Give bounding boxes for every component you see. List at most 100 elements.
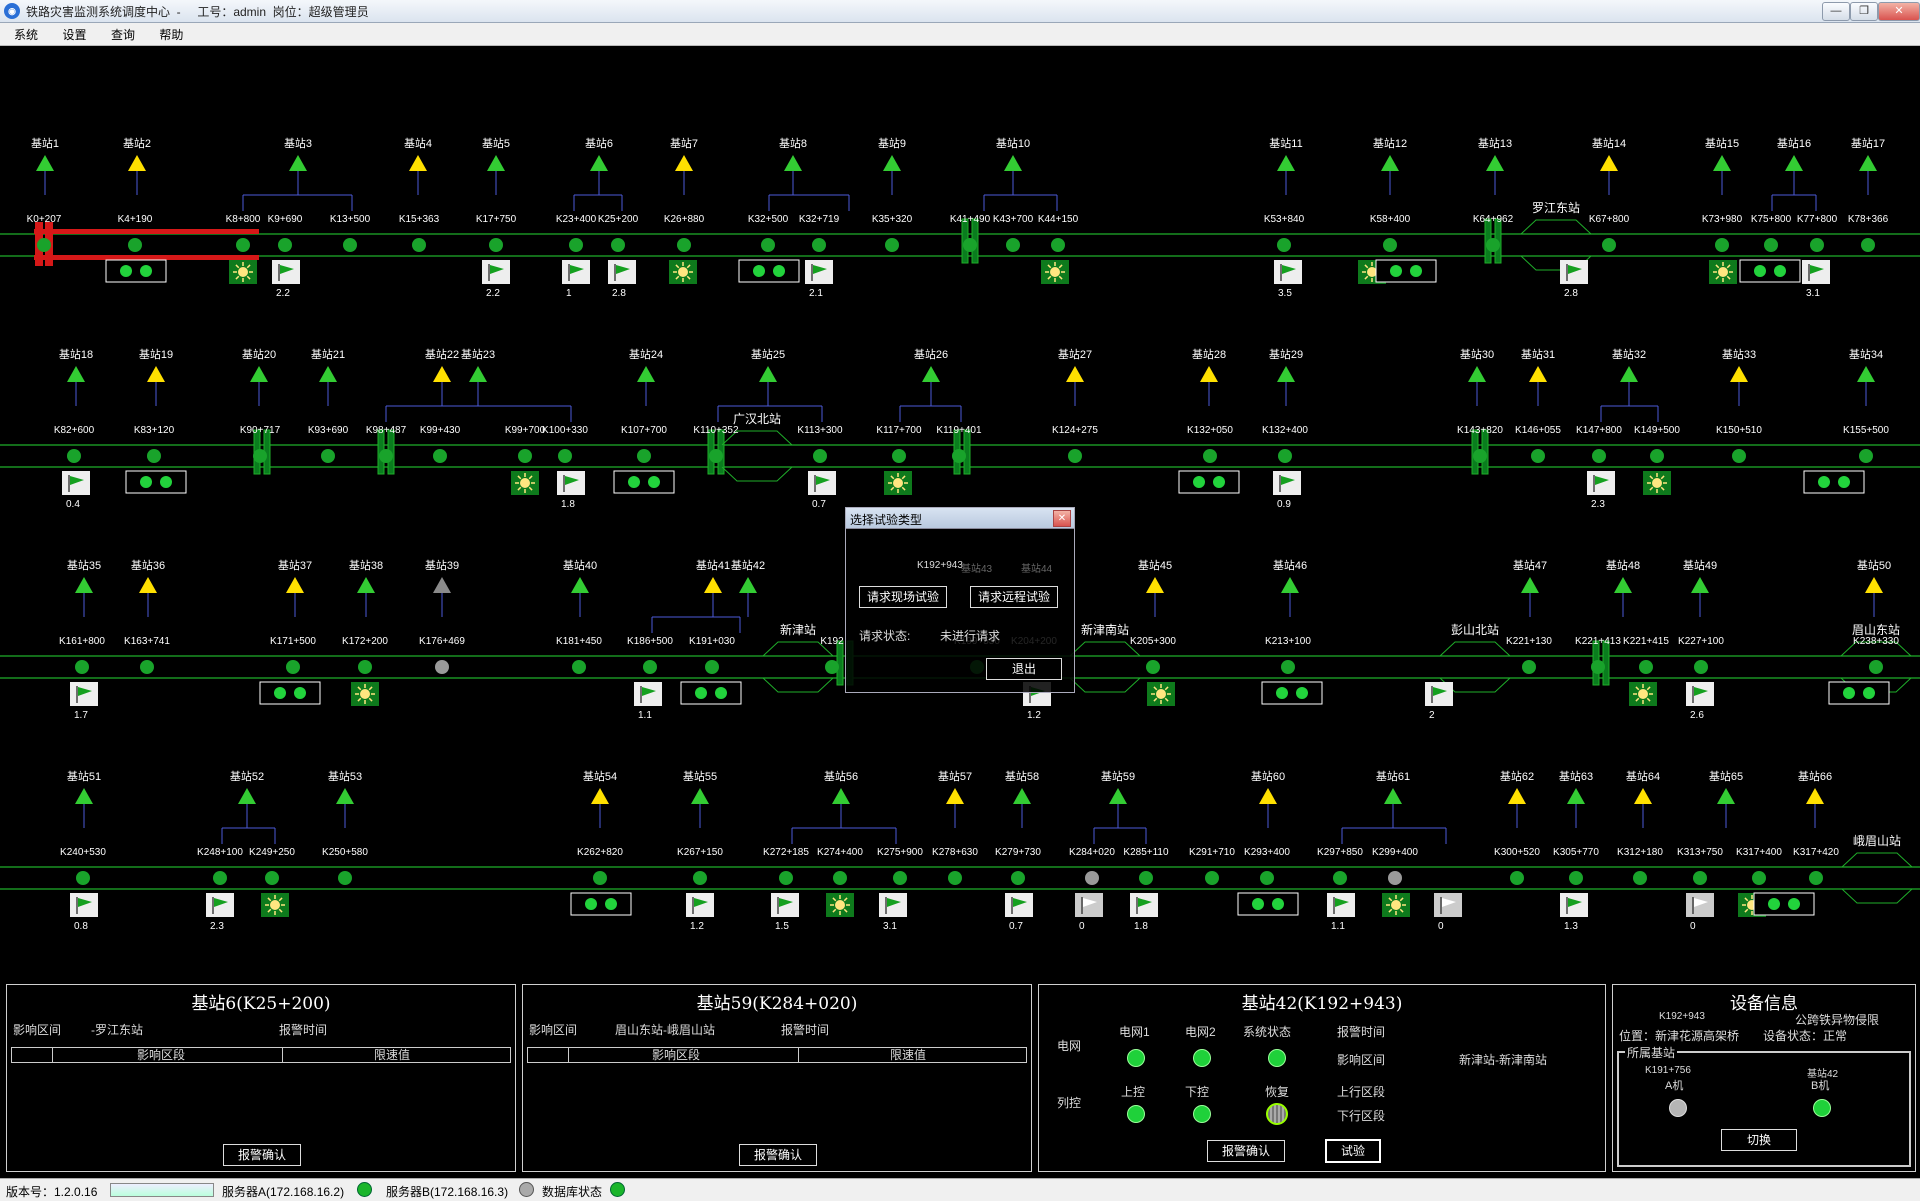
device-dot[interactable] [1278,449,1292,463]
device-dot[interactable] [358,660,372,674]
device-dot[interactable] [489,238,503,252]
double-light-icon[interactable] [613,470,675,494]
green-triangle-icon[interactable] [1785,155,1803,171]
yellow-triangle-icon[interactable] [1259,788,1277,804]
device-dot[interactable] [948,871,962,885]
flag-icon[interactable] [805,260,833,284]
double-light-icon[interactable] [105,259,167,283]
green-triangle-icon[interactable] [1521,577,1539,593]
flag-icon[interactable] [62,471,90,495]
device-dot[interactable] [1531,449,1545,463]
green-triangle-icon[interactable] [1384,788,1402,804]
flag-icon[interactable] [562,260,590,284]
green-triangle-icon[interactable] [1281,577,1299,593]
test-button[interactable]: 试验 [1325,1139,1381,1163]
device-dot[interactable] [1205,871,1219,885]
green-triangle-icon[interactable] [75,788,93,804]
green-triangle-icon[interactable] [637,366,655,382]
green-triangle-icon[interactable] [319,366,337,382]
device-dot[interactable] [236,238,250,252]
yellow-triangle-icon[interactable] [591,788,609,804]
device-dot[interactable] [677,238,691,252]
up-control-dot[interactable] [1127,1105,1145,1123]
device-dot[interactable] [1861,238,1875,252]
yellow-triangle-icon[interactable] [409,155,427,171]
device-dot[interactable] [1694,660,1708,674]
flag-icon[interactable] [879,893,907,917]
switch-button[interactable]: 切换 [1721,1129,1797,1151]
device-dot[interactable] [518,449,532,463]
device-dot[interactable] [278,238,292,252]
restore-dot[interactable] [1266,1103,1288,1125]
flag-icon[interactable] [608,260,636,284]
green-triangle-icon[interactable] [922,366,940,382]
device-dot[interactable] [1139,871,1153,885]
flag-icon[interactable] [1425,682,1453,706]
device-dot[interactable] [643,660,657,674]
yellow-triangle-icon[interactable] [1600,155,1618,171]
flag-icon[interactable] [1274,260,1302,284]
flag-icon[interactable] [1686,893,1714,917]
green-triangle-icon[interactable] [1109,788,1127,804]
device-dot[interactable] [1510,871,1524,885]
green-triangle-icon[interactable] [67,366,85,382]
flag-icon[interactable] [1327,893,1355,917]
green-triangle-icon[interactable] [590,155,608,171]
request-remote-test-button[interactable]: 请求远程试验 [970,586,1058,608]
green-triangle-icon[interactable] [1468,366,1486,382]
device-dot[interactable] [1633,871,1647,885]
device-dot[interactable] [1260,871,1274,885]
device-dot[interactable] [825,660,839,674]
device-dot[interactable] [572,660,586,674]
flag-icon[interactable] [808,471,836,495]
yellow-triangle-icon[interactable] [1200,366,1218,382]
device-dot[interactable] [321,449,335,463]
device-dot[interactable] [1869,660,1883,674]
device-dot[interactable] [1333,871,1347,885]
device-dot[interactable] [1732,449,1746,463]
flag-icon[interactable] [1802,260,1830,284]
yellow-triangle-icon[interactable] [946,788,964,804]
flag-icon[interactable] [557,471,585,495]
menu-query[interactable]: 查询 [110,28,135,42]
device-dot[interactable] [253,449,267,463]
device-dot[interactable] [893,871,907,885]
green-triangle-icon[interactable] [832,788,850,804]
menu-system[interactable]: 系统 [14,28,39,42]
flag-icon[interactable] [1434,893,1462,917]
flag-icon[interactable] [272,260,300,284]
device-dot[interactable] [1486,238,1500,252]
device-dot[interactable] [1715,238,1729,252]
green-triangle-icon[interactable] [250,366,268,382]
flag-icon[interactable] [686,893,714,917]
device-dot[interactable] [1859,449,1873,463]
device-dot[interactable] [75,660,89,674]
yellow-triangle-icon[interactable] [1634,788,1652,804]
flag-icon[interactable] [1587,471,1615,495]
device-dot[interactable] [892,449,906,463]
device-dot[interactable] [1388,871,1402,885]
dialog-close-button[interactable]: ✕ [1053,510,1071,527]
green-triangle-icon[interactable] [1486,155,1504,171]
request-field-test-button[interactable]: 请求现场试验 [859,586,947,608]
double-light-icon[interactable] [1739,259,1801,283]
yellow-triangle-icon[interactable] [286,577,304,593]
alarm-confirm-button[interactable]: 报警确认 [223,1144,301,1166]
device-dot[interactable] [1006,238,1020,252]
flag-icon[interactable] [482,260,510,284]
device-dot[interactable] [1639,660,1653,674]
flag-icon[interactable] [771,893,799,917]
exit-button[interactable]: 退出 [986,658,1062,680]
device-dot[interactable] [952,449,966,463]
restore-button[interactable]: ❐ [1850,2,1878,21]
device-dot[interactable] [286,660,300,674]
device-dot[interactable] [1602,238,1616,252]
device-dot[interactable] [1752,871,1766,885]
green-triangle-icon[interactable] [1277,366,1295,382]
device-dot[interactable] [779,871,793,885]
device-dot[interactable] [1592,449,1606,463]
device-dot[interactable] [433,449,447,463]
minimize-button[interactable]: — [1822,2,1850,21]
double-light-icon[interactable] [1828,681,1890,705]
green-triangle-icon[interactable] [571,577,589,593]
